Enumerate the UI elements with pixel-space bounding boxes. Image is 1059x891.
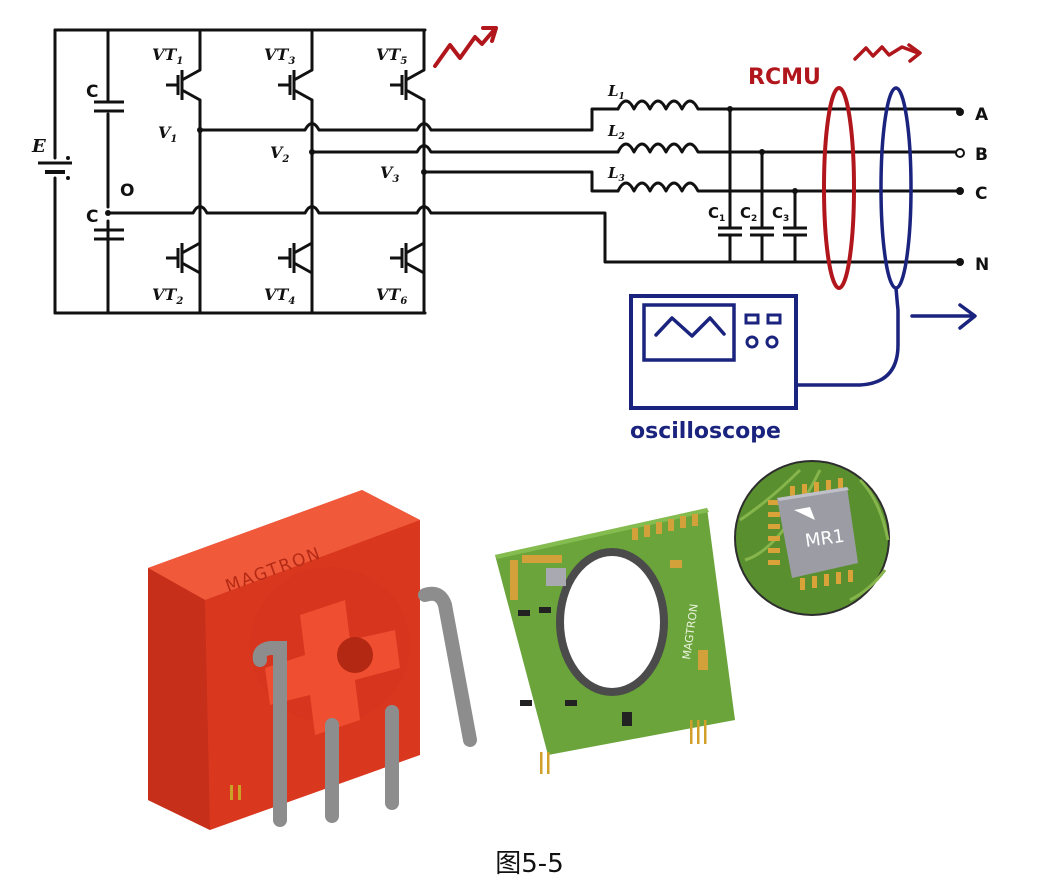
oscilloscope-label: oscilloscope xyxy=(630,419,781,444)
inductor-3-label: L3 xyxy=(607,164,625,184)
midpoint-label: O xyxy=(120,181,134,201)
igbt-icon xyxy=(278,241,313,275)
node-label-v1: V1 xyxy=(158,123,177,145)
capacitor-top-icon xyxy=(94,100,124,113)
inductor-2-icon xyxy=(616,142,962,154)
emission-arrow-icon xyxy=(433,26,498,68)
terminal-a: A xyxy=(975,105,989,125)
igbt-label: VT3 xyxy=(264,45,295,67)
igbt-icon xyxy=(166,241,201,275)
source-label: E xyxy=(31,136,46,157)
mr1-chip-closeup-image: MR1 xyxy=(734,460,890,616)
neutral-wire xyxy=(106,205,962,264)
igbt-label: VT2 xyxy=(152,285,183,307)
oscilloscope-icon xyxy=(629,294,798,410)
igbt-icon xyxy=(278,68,313,102)
igbt-icon xyxy=(390,68,425,102)
capacitor-bottom-label: C xyxy=(86,207,98,227)
igbt-icon xyxy=(166,68,201,102)
phase-wire-1 xyxy=(198,107,620,132)
filter-capacitor-icons xyxy=(718,226,807,237)
inductor-3-icon xyxy=(616,181,962,193)
rcmu-signal-arrow-icon xyxy=(853,43,922,63)
igbt-icon xyxy=(390,241,425,275)
igbt-label: VT4 xyxy=(264,285,295,307)
igbt-label: VT1 xyxy=(152,45,183,67)
capacitor-top-label: C xyxy=(86,82,98,102)
terminal-b: B xyxy=(975,145,988,165)
inductor-1-label: L1 xyxy=(607,82,625,102)
probe-ring xyxy=(879,86,913,290)
igbt-label: VT6 xyxy=(376,285,407,307)
rcmu-ring xyxy=(822,86,856,290)
phase-wire-3 xyxy=(422,170,620,193)
battery-icon xyxy=(38,156,72,180)
terminal-n: N xyxy=(975,255,989,275)
node-labels: V1 V2 V3 xyxy=(158,123,399,185)
rcmu-pcb-image: MAGTRON xyxy=(495,508,735,774)
rcmu-sensor-housing-image: MAGTRON xyxy=(148,490,477,830)
inductor-1-icon xyxy=(616,99,962,111)
filter-cap-1-label: C1 xyxy=(708,204,725,224)
capacitor-bottom-icon xyxy=(94,228,124,241)
lc-filter: L1 L2 L3 C1 C2 C3 xyxy=(607,82,962,264)
terminal-c: C xyxy=(975,184,987,204)
filter-cap-3-label: C3 xyxy=(772,204,789,224)
igbt-label: VT5 xyxy=(376,45,407,67)
output-arrow-icon xyxy=(910,303,977,330)
node-label-v3: V3 xyxy=(380,163,399,185)
node-label-v2: V2 xyxy=(270,143,289,165)
filter-cap-2-label: C2 xyxy=(740,204,757,224)
rcmu-label: RCMU xyxy=(748,65,821,90)
phase-wire-2 xyxy=(310,144,620,154)
figure-caption: 图5-5 xyxy=(495,849,564,879)
inverter-circuit: E C C O xyxy=(31,28,962,315)
probe-cable xyxy=(797,287,900,387)
inductor-2-label: L2 xyxy=(607,122,625,142)
terminals: A B C N xyxy=(955,105,989,275)
